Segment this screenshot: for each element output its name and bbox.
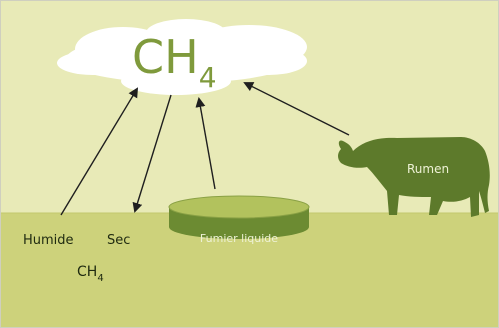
humide-label: Humide (23, 233, 74, 248)
sec-label: Sec (107, 233, 130, 248)
rumen-label: Rumen (407, 162, 449, 176)
manure-tank-label: Fumier liquide (200, 232, 278, 245)
